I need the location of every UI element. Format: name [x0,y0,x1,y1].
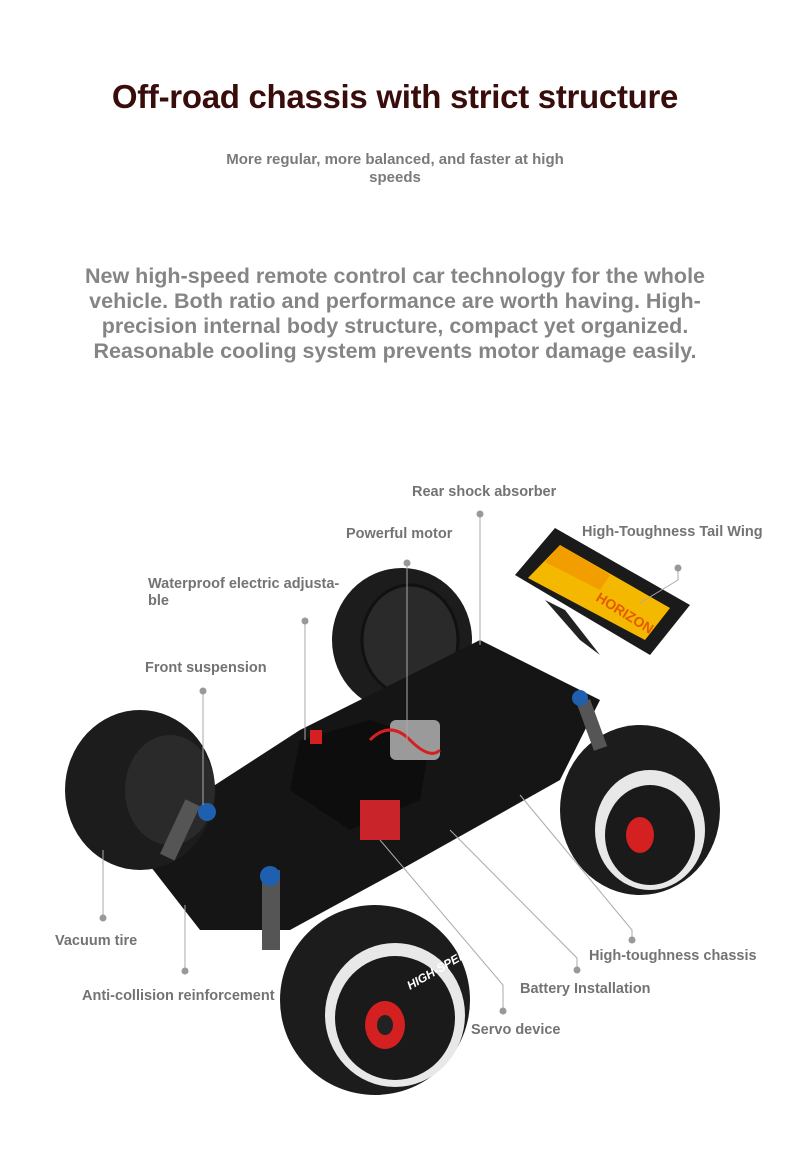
chassis-dot [628,936,636,944]
description-text: New high-speed remote control car techno… [85,264,705,363]
waterproof-dot [301,617,309,625]
anti-collision-dot [181,967,189,975]
label-servo: Servo device [471,1022,561,1038]
tail-wing-line [639,568,679,604]
front-right-tire: HIGH-SPEED [280,905,476,1095]
battery-dot [573,966,581,974]
servo-line [379,839,504,1011]
page-subtitle: More regular, more balanced, and faster … [226,151,564,186]
battery-line [449,829,578,970]
tail-wing-dot [674,564,682,572]
motor [390,720,440,760]
vacuum-tire-dot [99,914,107,922]
label-anti-collision: Anti-collision reinforcement [82,988,275,1004]
battery-connector [360,800,400,840]
front-left-tire [65,710,215,870]
rear-right-tire [560,725,720,895]
motor-dot [403,559,411,567]
label-front-suspension: Front suspension [145,660,267,676]
front-suspension-dot [199,687,207,695]
label-tail-wing: High-Toughness Tail Wing [582,524,763,540]
label-waterproof: Waterproof electric adjusta-ble [148,576,340,609]
rear-shock-dot [476,510,484,518]
page-title: Off-road chassis with strict structure [111,78,679,115]
chassis [130,640,600,930]
label-rear-shock: Rear shock absorber [412,484,557,500]
label-motor: Powerful motor [346,526,453,542]
shock-absorbers [160,690,608,950]
servo-dot [499,1007,507,1015]
label-chassis: High-toughness chassis [589,948,757,964]
tail-wing: HORIZON [515,528,690,655]
label-vacuum-tire: Vacuum tire [55,933,138,949]
label-battery: Battery Installation [520,981,651,997]
